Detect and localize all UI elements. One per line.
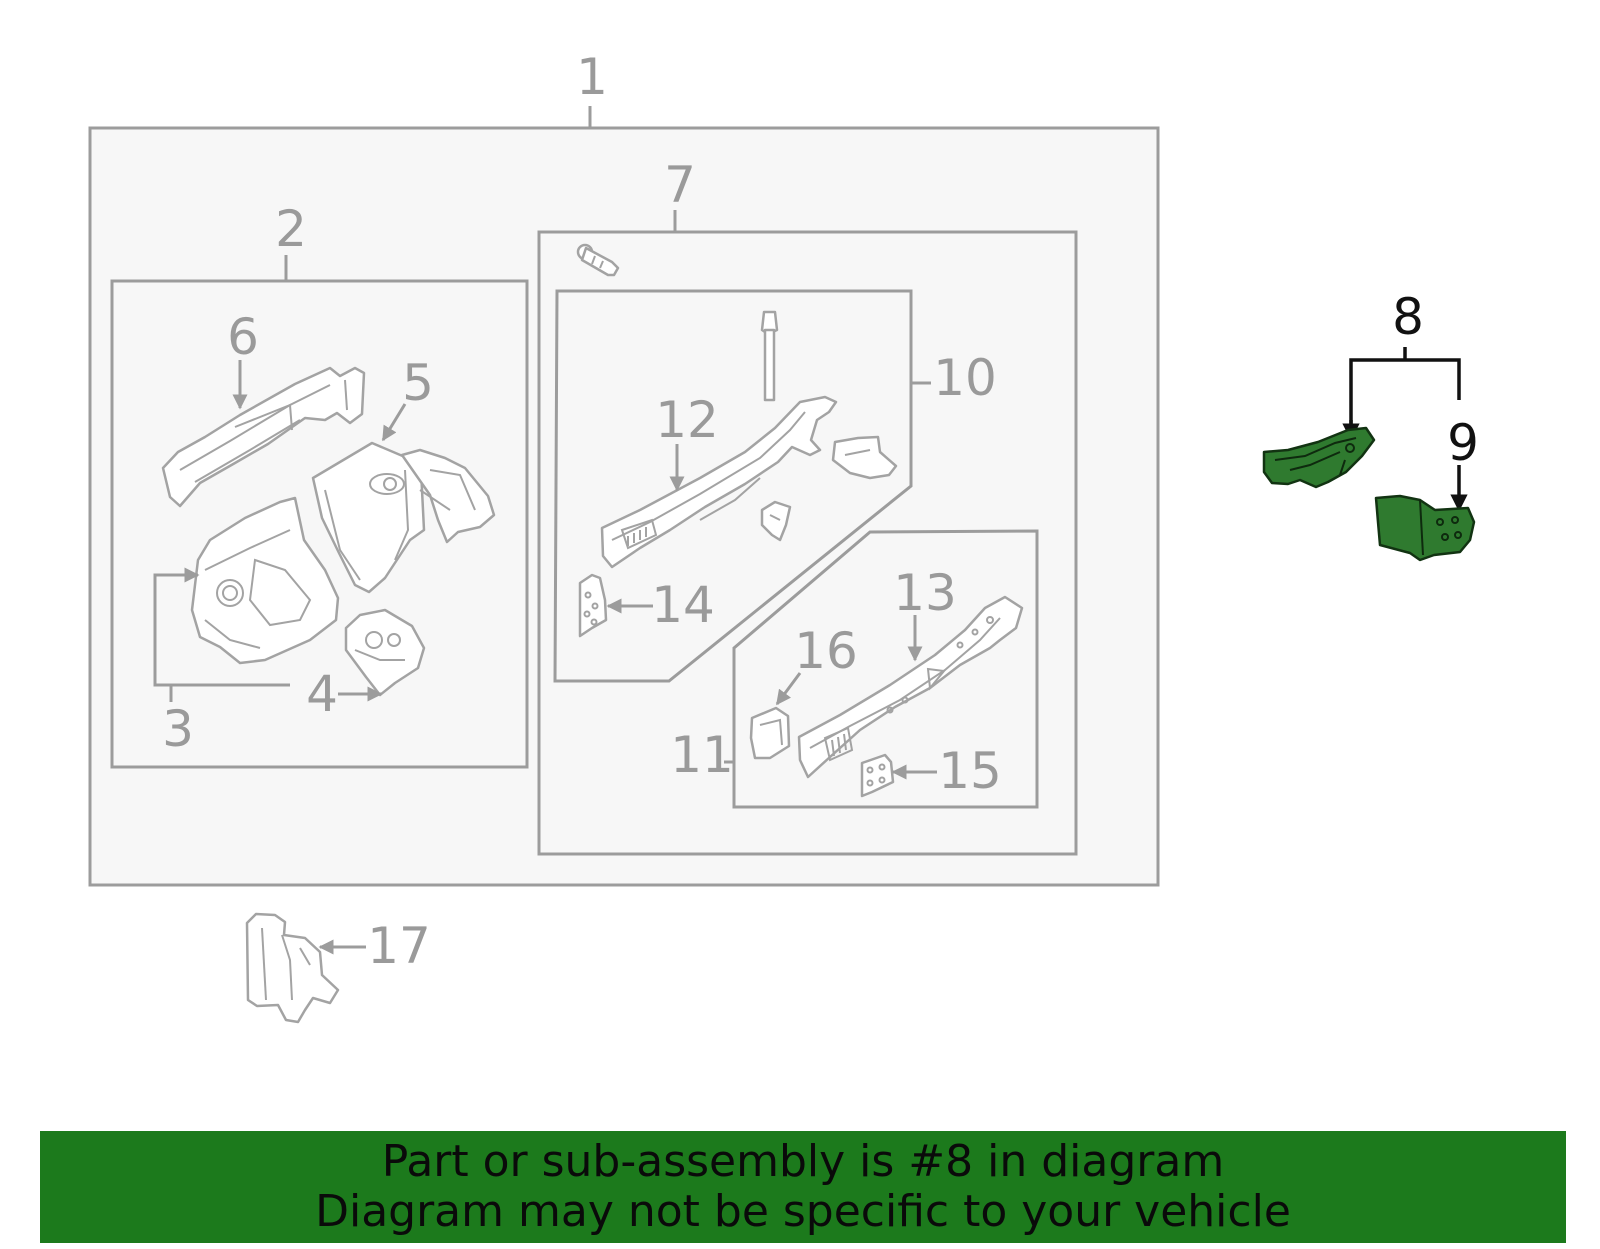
stud — [760, 310, 779, 402]
callout-11: 11 — [670, 726, 734, 784]
callout-16: 16 — [794, 622, 858, 680]
callout-5: 5 — [402, 354, 434, 412]
banner-line-2: Diagram may not be specific to your vehi… — [315, 1186, 1291, 1237]
rail-bracket — [831, 435, 898, 480]
part-4 — [344, 608, 426, 697]
part-17 — [245, 912, 340, 1024]
rail-clip — [760, 500, 792, 542]
callout-2: 2 — [275, 200, 307, 258]
callout-9: 9 — [1447, 414, 1479, 472]
banner-line-1: Part or sub-assembly is #8 in diagram — [381, 1136, 1225, 1187]
highlight-banner: Part or sub-assembly is #8 in diagram Di… — [40, 1131, 1566, 1243]
callout-3: 3 — [162, 700, 194, 758]
callout-6: 6 — [227, 308, 259, 366]
callout-13: 13 — [893, 564, 957, 622]
callout-8: 8 — [1392, 288, 1424, 346]
part-14 — [578, 573, 608, 638]
callout-12: 12 — [655, 391, 719, 449]
part-5 — [311, 441, 496, 594]
part-15 — [860, 753, 895, 798]
part-9 — [1374, 494, 1476, 562]
part-3 — [190, 496, 340, 665]
part-16 — [749, 706, 791, 760]
callout-14: 14 — [651, 576, 715, 634]
callout-4: 4 — [306, 665, 338, 723]
part-6 — [161, 366, 366, 508]
part-12 — [600, 395, 838, 569]
callout-15: 15 — [938, 742, 1002, 800]
callout-10: 10 — [933, 349, 997, 407]
assembly-box-7 — [537, 230, 1078, 856]
callout-7: 7 — [664, 156, 696, 214]
callout-17: 17 — [367, 917, 431, 975]
assembly-box-2 — [110, 279, 529, 769]
assembly-box-11 — [732, 529, 1039, 809]
part-8-highlighted — [1262, 426, 1376, 489]
part-13 — [797, 595, 1024, 779]
assembly-box-10 — [553, 289, 913, 683]
callout-1: 1 — [576, 48, 608, 106]
bolt — [576, 243, 620, 277]
